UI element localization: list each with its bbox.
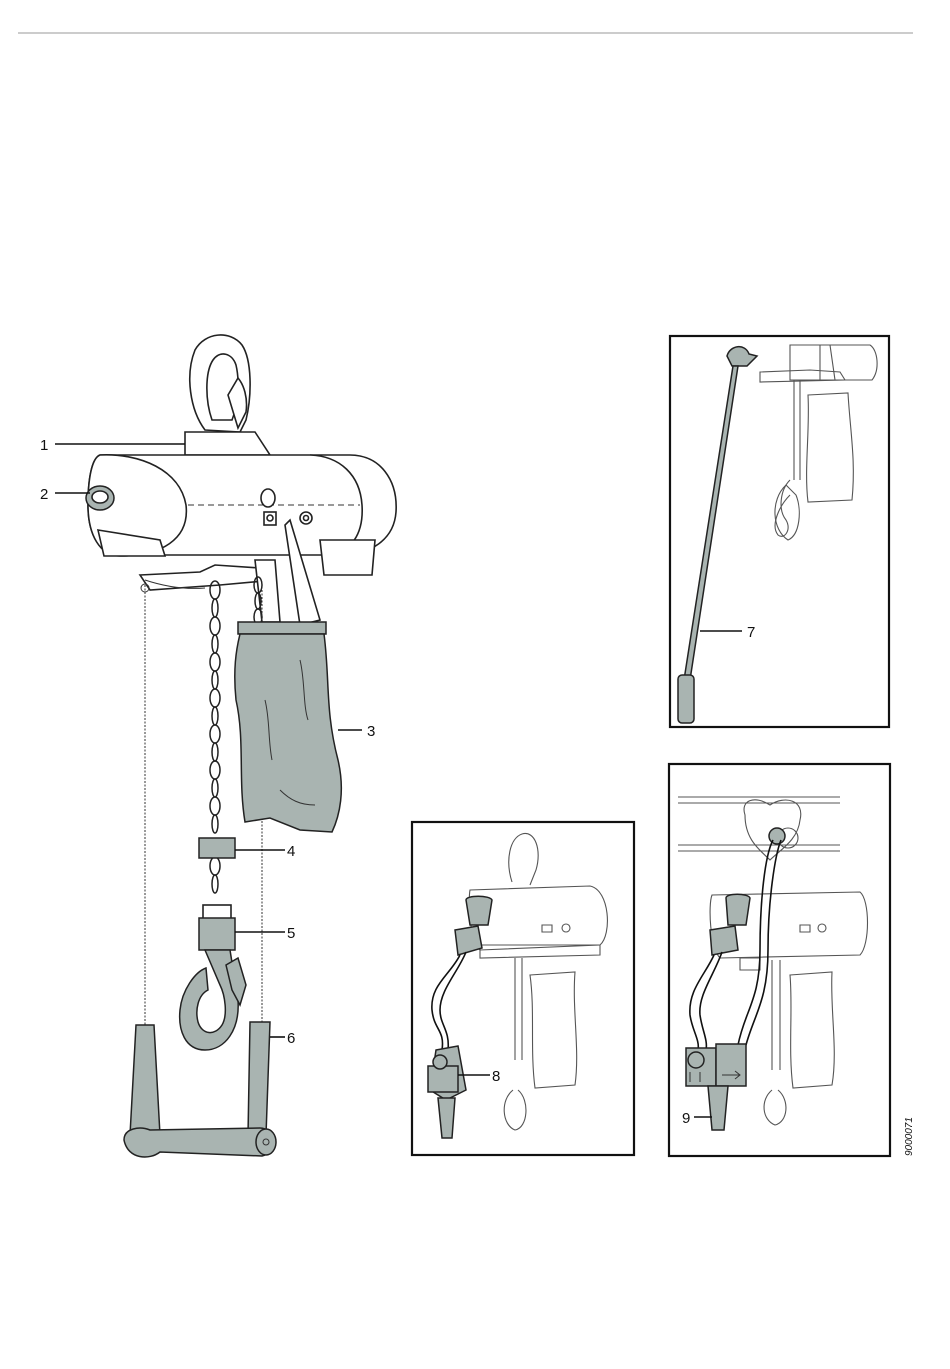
inset-pendant-trolley [669, 764, 890, 1156]
callout-4: 4 [287, 843, 295, 860]
chain-bag [235, 622, 342, 832]
hoist-body [86, 432, 396, 575]
inset-pendant [412, 822, 634, 1155]
callout-1: 1 [40, 437, 48, 454]
callout-7: 7 [747, 624, 755, 641]
figure-code: 9000071 [904, 1117, 915, 1156]
main-hoist [86, 335, 396, 1157]
inset-rod [670, 336, 889, 727]
callout-3: 3 [367, 723, 375, 740]
callout-6: 6 [287, 1030, 295, 1047]
chain-stop [199, 838, 235, 858]
callout-2: 2 [40, 486, 48, 503]
callout-8: 8 [492, 1068, 500, 1085]
callout-5: 5 [287, 925, 295, 942]
bottom-block-and-hook [180, 905, 246, 1050]
callout-9: 9 [682, 1110, 690, 1127]
suspension-hook [190, 335, 250, 432]
